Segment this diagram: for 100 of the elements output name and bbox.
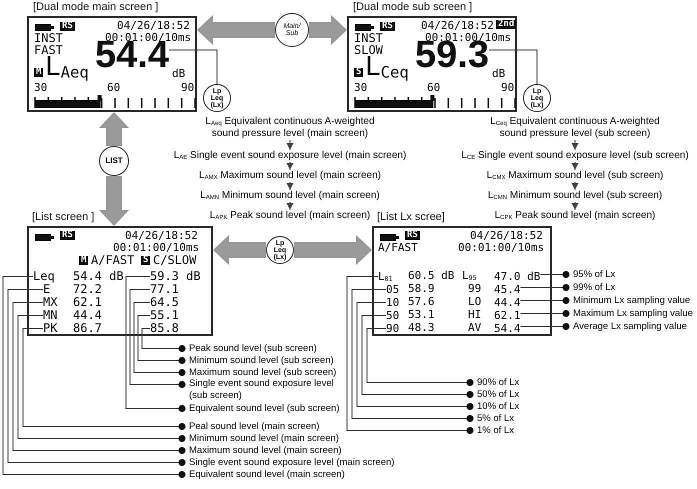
- leader-line: [142, 328, 186, 352]
- leader-line: [520, 297, 570, 304]
- display-text: 04/26/18:52: [470, 230, 543, 241]
- display-label: 50: [386, 309, 400, 322]
- display-text: 04/26/18:52: [117, 20, 190, 31]
- leader-line: [352, 289, 474, 422]
- display-text: FAST: [34, 44, 63, 56]
- display-label: MN: [43, 309, 58, 322]
- screen-heading: [List Lx scree]: [377, 212, 445, 223]
- display-text: INST: [354, 32, 383, 44]
- display-value: 59.3 dB: [150, 270, 201, 283]
- display-text: HI: [468, 309, 482, 320]
- leader-line: [520, 284, 570, 291]
- display-text: 90: [501, 82, 514, 93]
- display-text: 90: [181, 82, 194, 93]
- display-text: 58.9: [408, 283, 434, 294]
- arrow: [286, 202, 294, 210]
- leader-line: [12, 302, 186, 454]
- description-text: L$_{CMX}$ Maximum sound level (sub screen): [486, 170, 664, 182]
- callout-label: Peak sound level (sub screen): [182, 342, 317, 355]
- callout-label: 50% of Lx: [470, 388, 520, 401]
- display-text: AV: [468, 322, 482, 333]
- callout-label: 95% of Lx: [566, 268, 616, 281]
- description-text: L$_{CE}$ Single event sound exposure level (sub screen): [461, 150, 689, 162]
- display-text: 86.7: [73, 322, 102, 334]
- description-text: L$_{AE}$ Single event sound exposure level (main screen): [174, 150, 406, 162]
- description-text: L$_{AMX}$ Maximum sound level (main screen): [199, 170, 381, 182]
- screen-heading: [Dual mode sub screen ]: [353, 2, 472, 13]
- block-arrow: [309, 15, 347, 45]
- callout-label: Minimum Lx sampling value: [566, 294, 690, 307]
- arrow: [286, 182, 294, 190]
- description-text: L$_{Ceq}$ Equivalent continuous A-weighted sound pressure level (sub screen): [480, 116, 670, 140]
- arrow: [286, 140, 294, 150]
- display-label: 10: [386, 296, 400, 309]
- display-text: A/FAST: [378, 242, 418, 253]
- leader-line: [540, 271, 570, 278]
- arrow: [572, 182, 578, 190]
- display-text: 60: [427, 82, 440, 93]
- arrow: [286, 162, 294, 170]
- display-label: 05: [386, 283, 400, 296]
- display-text: 53.1: [408, 309, 434, 320]
- leader-line: [520, 323, 570, 330]
- display-value: 77.1: [150, 283, 179, 296]
- block-arrow: [99, 112, 129, 146]
- display-value: 47.0 dB: [494, 270, 540, 283]
- display-text: L$_{Aeq}$: [45, 54, 89, 80]
- callout-label: 10% of Lx: [470, 400, 520, 413]
- display-text: dB: [492, 68, 506, 79]
- display-text: 00:01:00/10ms: [113, 242, 200, 253]
- leader-line: [362, 315, 474, 398]
- screen-heading: [Dual mode main screen ]: [33, 2, 158, 13]
- leader-line: [126, 276, 186, 412]
- display-value: 62.1: [494, 309, 520, 322]
- callout-label: Minimum sound level (main screen): [182, 432, 339, 445]
- display-text: dB: [172, 68, 186, 79]
- leader-line: [22, 328, 186, 430]
- display-text: C/SLOW: [153, 254, 196, 266]
- display-value: 64.5: [150, 296, 179, 309]
- description-text: L$_{AMN}$ Minimum sound level (main screen): [200, 190, 380, 202]
- leader-line: [356, 302, 474, 410]
- arrow: [572, 202, 578, 210]
- leader-line: [346, 276, 474, 434]
- callout-label: Maximum Lx sampling value: [566, 307, 693, 320]
- callout-label: Single event sound exposure level (sub screen): [182, 378, 354, 402]
- display-label: MX: [43, 296, 58, 309]
- display-label: E: [43, 283, 50, 296]
- callout-label: Maximum sound level (sub screen): [182, 366, 336, 379]
- display-value: 45.4: [494, 283, 520, 296]
- display-text: LO: [468, 296, 482, 307]
- display-label: Leq: [33, 270, 55, 283]
- display-label: PK: [43, 322, 58, 335]
- display-text: 60.5 dB: [408, 270, 454, 281]
- block-arrow: [294, 235, 372, 265]
- display-text: 60: [107, 82, 120, 93]
- display-text: A/FAST: [91, 254, 134, 266]
- display-label: 90: [386, 322, 400, 335]
- leader-line: [138, 315, 186, 364]
- callout-label: 90% of Lx: [470, 376, 520, 389]
- leader-line: [130, 289, 186, 388]
- display-text: L$_{Ceq}$: [365, 54, 409, 80]
- block-arrow: [213, 235, 266, 265]
- screen-heading: [List screen ]: [32, 212, 94, 223]
- callout-label: 5% of Lx: [470, 412, 514, 425]
- display-text: 44.4: [73, 309, 102, 321]
- callout-label: Equivalent sound level (sub screen): [182, 402, 340, 415]
- display-label: L$_{01}$: [378, 270, 393, 283]
- callout-label: Minimum sound level (sub screen): [182, 354, 334, 367]
- arrow: [572, 162, 578, 170]
- leader-line: [134, 302, 186, 376]
- description-text: L$_{CPK}$ Peak sound level (main screen): [494, 210, 656, 222]
- description-text: L$_{CMN}$ Minimum sound level (sub screen): [488, 190, 662, 202]
- display-text: 48.3: [408, 322, 434, 333]
- display-value: 54.4: [494, 322, 520, 335]
- round-button: LIST: [99, 146, 129, 176]
- leader-line: [366, 328, 474, 386]
- display-text: L$_{95}$: [462, 270, 477, 281]
- display-text: 99: [468, 283, 482, 294]
- description-text: L$_{Aeq}$ Equivalent continuous A-weighted sound pressure level (main screen): [195, 116, 385, 140]
- arrow: [572, 140, 578, 150]
- callout-label: Maximum sound level (main screen): [182, 444, 342, 457]
